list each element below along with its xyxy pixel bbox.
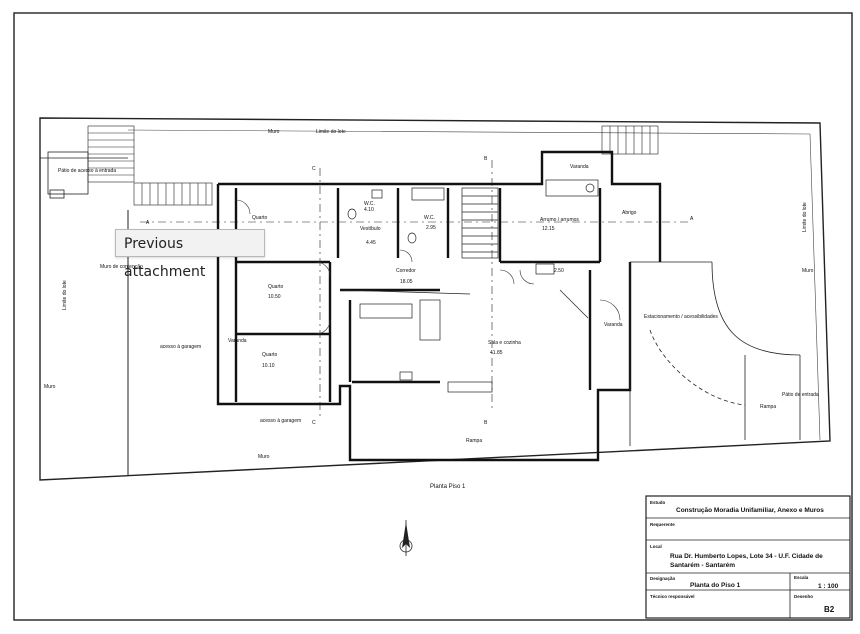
label-varanda-left: Varanda — [228, 338, 247, 344]
label-acesso-garagem-2: acesso à garagem — [260, 418, 301, 424]
room-ws2-area: 2.95 — [426, 225, 436, 231]
tb-desenho-label: Desenho — [794, 594, 813, 599]
room-sala-area: 41.85 — [490, 350, 503, 356]
label-abrigo: Abrigo — [622, 210, 637, 216]
room-corredor-area: 18.05 — [400, 279, 413, 285]
drawing-title: Planta Piso 1 — [430, 484, 466, 490]
room-corredor-name: Corredor — [396, 268, 416, 274]
tb-requerente-label: Requerente — [650, 522, 675, 527]
room-quarto-2-name: Quarto — [268, 284, 284, 290]
stairs-right — [601, 125, 659, 155]
label-limite-top: Limite do lote — [316, 129, 346, 135]
section-b-bottom: B — [484, 420, 488, 426]
title-block — [645, 495, 851, 619]
tb-escala-value: 1 : 100 — [818, 583, 839, 590]
room-quarto-3-name: Quarto — [262, 352, 278, 358]
label-varanda-top: Varanda — [570, 164, 589, 170]
tb-local-value-2: Santarém - Santarém — [670, 562, 735, 569]
label-muro-bottom: Muro — [258, 454, 270, 460]
label-acesso-garagem: acesso à garagem — [160, 344, 201, 350]
parking-area — [629, 261, 801, 446]
room-ws1-name: W.C. — [364, 201, 375, 207]
tb-designacao-value: Planta do Piso 1 — [690, 582, 741, 589]
tb-designacao-label: Designação — [650, 576, 676, 581]
tb-desenho-value: B2 — [824, 605, 835, 614]
room-arrumo-area: 12.15 — [542, 226, 555, 232]
room-vestibulo-area: 4.45 — [366, 240, 376, 246]
section-c-bottom: C — [312, 420, 316, 426]
label-muro-right: Muro — [802, 268, 814, 274]
label-rampa-right: Rampa — [760, 404, 776, 410]
section-a-right: A — [690, 216, 694, 222]
label-patio-right: Pátio de entrada — [782, 392, 819, 398]
tb-estudo-value: Construção Moradia Unifamiliar, Anexo e … — [676, 507, 824, 514]
label-muro-top: Muro — [268, 129, 280, 135]
door-swings — [235, 199, 621, 335]
room-quarto-3-area: 10.10 — [262, 363, 275, 369]
tb-escala-label: Escala — [794, 575, 809, 580]
section-b-top: B — [484, 156, 488, 162]
tb-local-value-1: Rua Dr. Humberto Lopes, Lote 34 - U.F. C… — [670, 553, 823, 560]
label-varanda-right: Varanda — [604, 322, 623, 328]
stairs-left — [87, 125, 213, 206]
tb-tecnico-label: Técnico responsável — [650, 594, 695, 599]
label-limite-right: Limite do lote — [802, 202, 808, 232]
room-quarto-1: Quarto — [252, 215, 268, 221]
section-lines — [140, 160, 690, 420]
room-sala-name: Sala e cozinha — [488, 340, 521, 346]
room-ws1-area: 4.10 — [364, 207, 374, 213]
label-muro-contencao: Muro de contenção — [100, 264, 143, 270]
house-walls — [216, 150, 662, 462]
site-boundary — [39, 117, 831, 481]
label-muro-left: Muro — [44, 384, 56, 390]
section-a-left: A — [146, 220, 150, 226]
label-estacionamento: Estacionamento / acessibilidades — [644, 314, 718, 320]
section-c-top: C — [312, 166, 316, 172]
room-arrumo-name: Arrumo / arrumos — [540, 217, 579, 223]
label-patio: Pátio de acesso à entrada — [58, 168, 116, 174]
room-sm-area: 2.50 — [554, 268, 564, 274]
room-quarto-2-area: 10.50 — [268, 294, 281, 300]
tb-local-label: Local — [650, 544, 662, 549]
tb-estudo-label: Estudo — [650, 500, 666, 505]
room-ws2-name: W.C. — [424, 215, 435, 221]
label-rampa: Rampa — [466, 438, 482, 444]
page-frame — [13, 12, 853, 621]
north-arrow-icon — [399, 520, 413, 556]
fixtures — [339, 179, 599, 393]
room-vestibulo-name: Vestíbulo — [360, 226, 381, 232]
label-limite-left: Limite do lote — [62, 280, 68, 310]
previous-attachment-tooltip: Previous attachment — [115, 229, 265, 280]
